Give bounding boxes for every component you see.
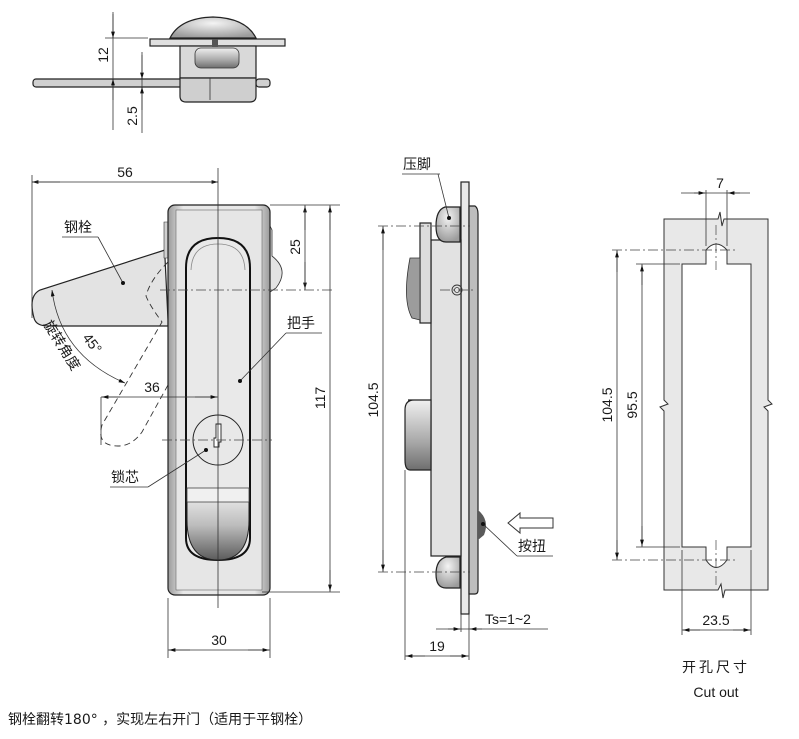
dim-overall-width-56: 56 [117,164,133,180]
top-view: 12 2.5 [32,12,286,133]
bolt-rotated-outline [100,261,169,447]
top-bolt-plate [32,78,184,88]
dim-outer-height-104-5: 104.5 [599,387,615,422]
top-cylinder [194,47,240,69]
side-view: 104.5 19 Ts=1~2 压脚 按扭 [365,157,554,660]
dim-total-height-117: 117 [312,387,328,410]
rotation-angle-45: 45° [80,330,106,357]
dim-bolt-offset-36: 36 [144,379,160,395]
dim-panel-thickness: Ts=1~2 [485,611,531,627]
dim-foot-spacing-104-5: 104.5 [365,382,381,417]
pressure-foot-bottom [435,556,461,589]
steel-bolt [31,249,169,327]
keyhole-icon [213,423,222,448]
pressure-foot-top [435,206,461,243]
dim-height-12: 12 [95,47,111,63]
cutout-view: 7 104.5 95.5 23.5 开孔尺寸 Cut out [599,175,773,700]
cutout-title-cn: 开孔尺寸 [682,660,750,676]
dim-top-to-bolt-25: 25 [287,239,303,255]
dim-depth-19: 19 [429,638,445,654]
side-panel [460,181,470,615]
cutout-title-en: Cut out [693,684,738,700]
label-steel-bolt: 钢栓 [64,220,92,236]
dim-inner-height-95-5: 95.5 [624,391,640,418]
push-direction-arrow-icon [507,511,554,535]
label-handle: 把手 [287,316,315,332]
dim-slot-width-7: 7 [716,175,724,191]
cutout-hole [681,243,752,568]
dome-cap [169,16,257,39]
top-pin [212,39,218,47]
label-button: 按扭 [518,539,546,555]
dim-body-width-30: 30 [211,632,227,648]
front-view: 56 25 117 36 30 45° 旋转角度 钢栓 [31,164,340,658]
dim-thickness-2-5: 2.5 [124,106,140,126]
top-lower-body [179,77,257,103]
label-pressure-foot: 压脚 [403,157,431,173]
footer-note: 钢栓翻转180° ，实现左右开门（适用于平钢栓） [8,712,312,728]
label-lock-core: 锁芯 [111,470,139,486]
dim-inner-width-23-5: 23.5 [702,612,729,628]
